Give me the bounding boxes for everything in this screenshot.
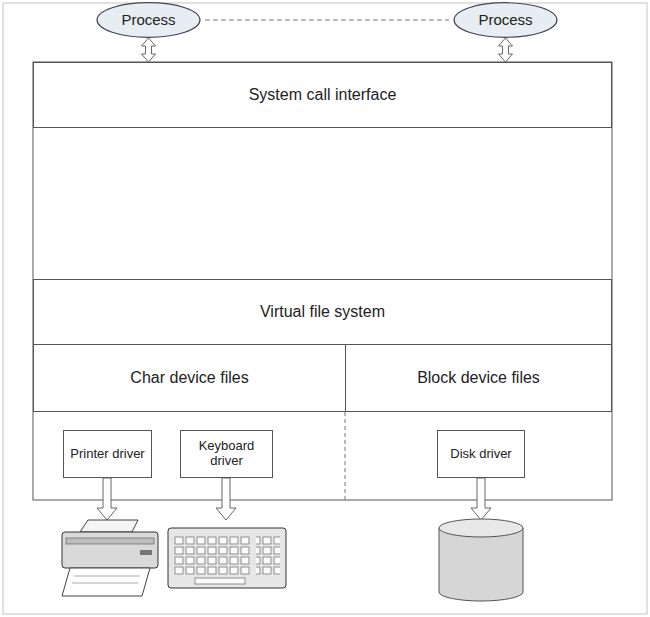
node-label: System call interface bbox=[249, 86, 397, 104]
node-label: Char device files bbox=[130, 369, 248, 387]
node-label: Disk driver bbox=[450, 447, 511, 462]
node-label: Printer driver bbox=[70, 447, 144, 462]
ellipse-shape bbox=[454, 3, 557, 38]
node-label: Keyboard driver bbox=[184, 439, 269, 469]
divider-line bbox=[345, 412, 346, 500]
double-arrow bbox=[142, 38, 156, 62]
process-ellipse: Process bbox=[96, 2, 201, 38]
process-ellipse: Process bbox=[453, 2, 558, 38]
driver-box: Disk driver bbox=[437, 430, 525, 478]
node-label: Process bbox=[478, 11, 532, 28]
node-label: Block device files bbox=[417, 369, 540, 387]
ellipse-shape bbox=[97, 3, 200, 38]
vfs-layer: Virtual file system bbox=[33, 279, 612, 345]
device-arrow bbox=[216, 478, 236, 520]
driver-box: Keyboard driver bbox=[180, 430, 273, 478]
device-files-cell: Block device files bbox=[345, 344, 612, 412]
driver-box: Printer driver bbox=[63, 430, 152, 478]
double-arrow bbox=[499, 38, 513, 62]
ellipsis-line bbox=[205, 20, 449, 21]
device-arrow bbox=[97, 478, 117, 520]
node-label: Process bbox=[121, 11, 175, 28]
disk-icon bbox=[439, 519, 523, 601]
keyboard-icon bbox=[168, 528, 286, 588]
kernel-frame bbox=[33, 62, 612, 500]
node-label: Virtual file system bbox=[260, 303, 385, 321]
device-files-cell: Char device files bbox=[33, 344, 346, 412]
device-arrow bbox=[471, 478, 491, 520]
interface-layer: System call interface bbox=[33, 62, 612, 128]
figure-border bbox=[3, 3, 647, 614]
printer-icon bbox=[62, 520, 158, 596]
